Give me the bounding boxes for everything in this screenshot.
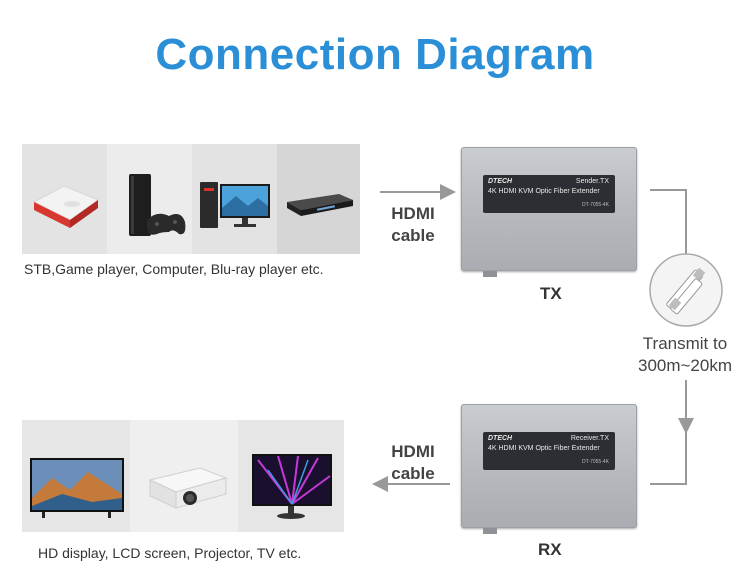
blu-ray-player-icon — [287, 194, 353, 216]
computer-icon — [200, 182, 270, 228]
bottom-cable-line1: HDMI — [391, 442, 435, 461]
rx-product: 4K HDMI KVM Optic Fiber Extender — [488, 445, 600, 452]
tx-role: Sender.TX — [575, 178, 609, 185]
tx-product: 4K HDMI KVM Optic Fiber Extender — [488, 188, 600, 195]
tx-label: TX — [540, 284, 562, 303]
top-cable-line2: cable — [391, 226, 435, 245]
projector-icon — [148, 467, 228, 509]
tx-model: DT-7055-4K — [582, 202, 609, 208]
tv-icon — [252, 454, 332, 519]
game-console-icon — [129, 174, 186, 236]
blu-ray-player-tile — [277, 144, 360, 254]
tx-nameplate: DTECH Sender.TX 4K HDMI KVM Optic Fiber … — [483, 175, 615, 213]
bottom-cable-line2: cable — [391, 464, 435, 483]
tx-brand: DTECH — [488, 178, 513, 185]
source-caption: STB,Game player, Computer, Blu-ray playe… — [24, 261, 324, 277]
rx-brand: DTECH — [488, 435, 513, 442]
transmit-line2: 300m~20km — [637, 356, 733, 375]
computer-tile — [192, 144, 277, 254]
tv-tile — [238, 420, 344, 532]
rx-role: Receiver.TX — [570, 435, 609, 442]
rx-model: DT-7055-4K — [582, 459, 609, 465]
rx-label: RX — [538, 540, 562, 559]
rx-nameplate: DTECH Receiver.TX 4K HDMI KVM Optic Fibe… — [483, 432, 615, 470]
source-devices-panel — [22, 144, 360, 254]
fiber-connector-icon — [649, 253, 723, 327]
top-cable-line1: HDMI — [391, 204, 435, 223]
transmit-distance: Transmit to 300m~20km — [624, 333, 746, 377]
top-cable-label: HDMI cable — [378, 203, 448, 247]
tx-device: DTECH Sender.TX 4K HDMI KVM Optic Fiber … — [461, 147, 637, 277]
transmit-line1: Transmit to — [642, 334, 728, 353]
set-top-box-tile — [22, 144, 107, 254]
rx-device: DTECH Receiver.TX 4K HDMI KVM Optic Fibe… — [461, 404, 637, 534]
tx-port — [483, 271, 497, 277]
projector-tile — [130, 420, 238, 532]
rx-port — [483, 528, 497, 534]
tx-to-fiber-line — [650, 189, 687, 262]
game-console-tile — [107, 144, 192, 254]
rx-return-line — [650, 430, 687, 485]
set-top-box-icon — [32, 185, 100, 228]
bottom-cable-label: HDMI cable — [378, 441, 448, 485]
monitor-tile — [22, 420, 130, 532]
diagram-title: Connection Diagram — [155, 30, 595, 79]
monitor-icon — [30, 458, 124, 518]
display-devices-panel — [22, 420, 344, 532]
display-caption: HD display, LCD screen, Projector, TV et… — [38, 545, 302, 561]
